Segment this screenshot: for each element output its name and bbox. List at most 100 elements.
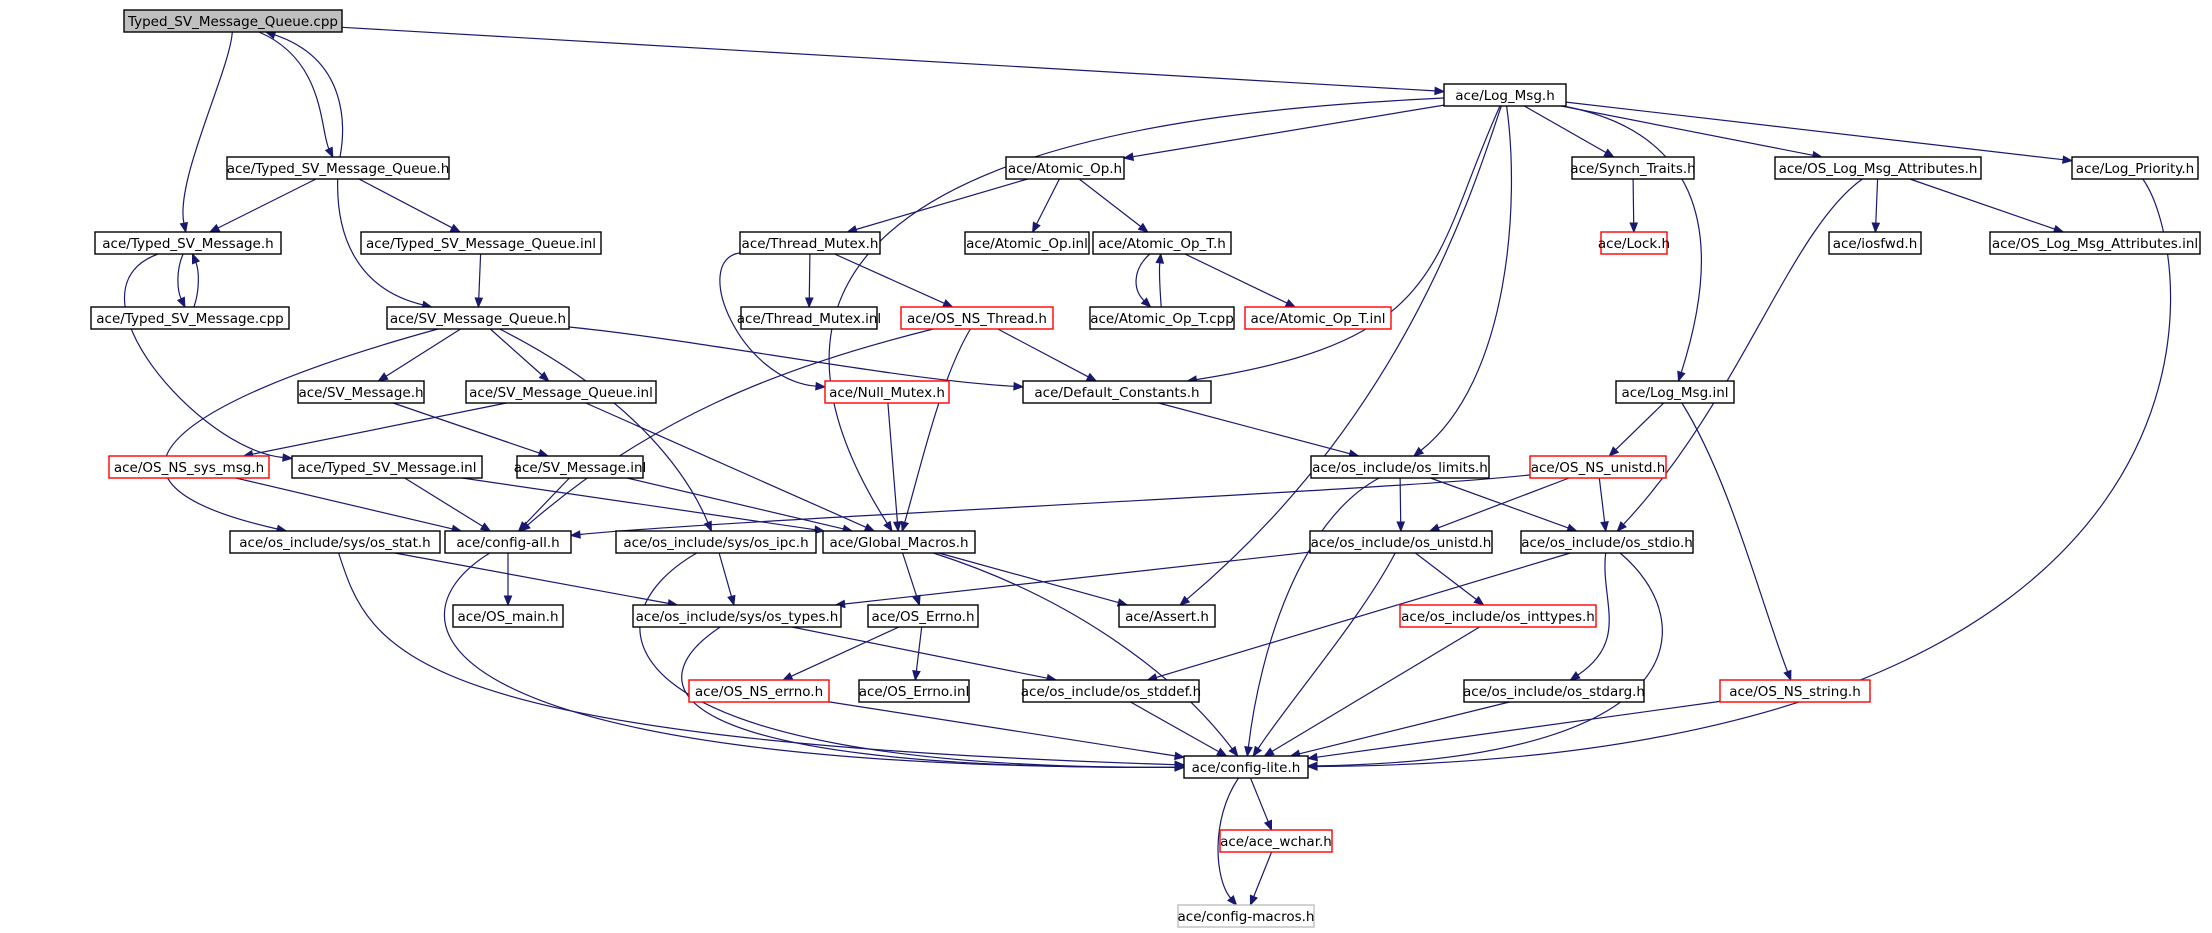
node-svm-inl[interactable]: ace/SV_Message.inl xyxy=(514,455,647,479)
edge-os_errno_h-to-os_ns_errno_h xyxy=(781,626,900,681)
node-box xyxy=(1309,530,1493,554)
edge-line xyxy=(274,34,344,158)
edge-arrowhead xyxy=(176,296,186,309)
node-label: ace/Typed_SV_Message_Queue.h xyxy=(227,161,450,177)
edge-os_ns_errno_h-to-config_lite_h xyxy=(828,701,1186,761)
node-box xyxy=(1615,380,1735,404)
edge-config_all_h-to-os_main_h xyxy=(503,553,513,607)
edge-log_msg_h-to-assert_h xyxy=(1179,105,1502,606)
edge-line xyxy=(1135,253,1151,302)
node-box xyxy=(1443,83,1567,107)
node-os-unistd-h[interactable]: ace/os_include/os_unistd.h xyxy=(1309,530,1493,554)
node-label: ace/Null_Mutex.h xyxy=(829,385,945,401)
node-os-types-h[interactable]: ace/os_include/sys/os_types.h xyxy=(632,604,842,628)
edge-os_log_attr_h-to-iosfwd_h xyxy=(1871,178,1881,234)
node-thread-mutex-inl[interactable]: ace/Thread_Mutex.inl xyxy=(737,306,881,330)
node-null-mutex-h[interactable]: ace/Null_Mutex.h xyxy=(824,380,950,404)
edge-os_stdio_h-to-os_stddef_h xyxy=(1146,552,1571,682)
edge-line xyxy=(1257,552,1396,749)
node-svmq-h[interactable]: ace/SV_Message_Queue.h xyxy=(386,306,570,330)
node-box xyxy=(632,604,842,628)
node-global-macros-h[interactable]: ace/Global_Macros.h xyxy=(822,530,976,554)
node-default-constants-h[interactable]: ace/Default_Constants.h xyxy=(1022,380,1212,404)
node-os-limits-h[interactable]: ace/os_include/os_limits.h xyxy=(1310,455,1490,479)
node-typed-svmq-h[interactable]: ace/Typed_SV_Message_Queue.h xyxy=(226,156,450,180)
edge-svm_inl-to-global_macros_h xyxy=(626,477,854,534)
node-typed-svm-cpp[interactable]: ace/Typed_SV_Message.cpp xyxy=(90,306,290,330)
node-typed-svm-inl[interactable]: ace/Typed_SV_Message.inl xyxy=(291,455,483,479)
node-label: ace/Typed_SV_Message.inl xyxy=(298,460,477,476)
node-label: ace/config-macros.h xyxy=(1178,909,1315,925)
edge-line xyxy=(489,328,543,376)
edge-line xyxy=(358,178,453,229)
node-box xyxy=(1774,156,1982,180)
node-config-lite-h[interactable]: ace/config-lite.h xyxy=(1183,755,1309,779)
node-os-log-attr-h[interactable]: ace/OS_Log_Msg_Attributes.h xyxy=(1774,156,1982,180)
node-atomic-op-t-inl[interactable]: ace/Atomic_Op_T.inl xyxy=(1244,306,1392,330)
node-atomic-op-h[interactable]: ace/Atomic_Op.h xyxy=(1005,156,1125,180)
node-os-ipc-h[interactable]: ace/os_include/sys/os_ipc.h xyxy=(615,530,817,554)
node-label: ace/os_include/os_unistd.h xyxy=(1311,535,1492,551)
node-os-ns-sys-msg-h[interactable]: ace/OS_NS_sys_msg.h xyxy=(108,455,270,479)
node-os-errno-inl[interactable]: ace/OS_Errno.inl xyxy=(858,679,970,703)
edge-arrowhead xyxy=(1244,746,1253,758)
node-assert-h[interactable]: ace/Assert.h xyxy=(1118,604,1216,628)
node-atomic-op-inl[interactable]: ace/Atomic_Op.inl xyxy=(964,231,1090,255)
node-os-stddef-h[interactable]: ace/os_include/os_stddef.h xyxy=(1021,679,1201,703)
node-os-errno-h[interactable]: ace/OS_Errno.h xyxy=(867,604,979,628)
edge-arrowhead xyxy=(1179,595,1191,606)
node-label: Typed_SV_Message_Queue.cpp xyxy=(127,14,338,30)
edge-line xyxy=(1186,105,1502,600)
node-box xyxy=(1989,231,2201,255)
node-typed-svmq-inl[interactable]: ace/Typed_SV_Message_Queue.inl xyxy=(360,231,602,255)
node-os-ns-unistd-h[interactable]: ace/OS_NS_unistd.h xyxy=(1529,455,1667,479)
node-os-log-attr-inl[interactable]: ace/OS_Log_Msg_Attributes.inl xyxy=(1989,231,2201,255)
node-label: ace/Log_Msg.h xyxy=(1455,88,1555,104)
node-os-main-h[interactable]: ace/OS_main.h xyxy=(452,604,564,628)
node-svm-h[interactable]: ace/SV_Message.h xyxy=(297,380,425,404)
edge-arrowhead xyxy=(1396,521,1406,533)
node-thread-mutex-h[interactable]: ace/Thread_Mutex.h xyxy=(739,231,881,255)
edge-arrowhead xyxy=(1137,222,1149,233)
node-lock-h[interactable]: ace/Lock.h xyxy=(1598,231,1670,255)
node-config-all-h[interactable]: ace/config-all.h xyxy=(444,530,572,554)
edge-arrowhead xyxy=(1608,446,1620,457)
edge-os_ns_sys_msg_h-to-config_all_h xyxy=(235,477,463,534)
node-typed-svm-h[interactable]: ace/Typed_SV_Message.h xyxy=(94,231,282,255)
edge-line xyxy=(1415,552,1477,600)
node-os-ns-thread-h[interactable]: ace/OS_NS_Thread.h xyxy=(900,306,1054,330)
edge-os_types_h-to-config_lite_h xyxy=(681,626,1186,772)
edge-line xyxy=(193,262,199,308)
edge-typed_svm_inl-to-config_all_h xyxy=(404,477,492,532)
node-svmq-inl[interactable]: ace/SV_Message_Queue.inl xyxy=(465,380,657,404)
node-os-stdarg-h[interactable]: ace/os_include/os_stdarg.h xyxy=(1463,679,1645,703)
node-os-stat-h[interactable]: ace/os_include/sys/os_stat.h xyxy=(229,530,441,554)
edge-arrowhead xyxy=(813,525,826,534)
node-atomic-op-t-cpp[interactable]: ace/Atomic_Op_T.cpp xyxy=(1089,306,1235,330)
node-os-ns-errno-h[interactable]: ace/OS_NS_errno.h xyxy=(688,679,830,703)
node-iosfwd-h[interactable]: ace/iosfwd.h xyxy=(1828,231,1922,255)
node-log-priority-h[interactable]: ace/Log_Priority.h xyxy=(2071,156,2199,180)
node-label: ace/os_include/os_stdio.h xyxy=(1521,535,1693,551)
node-label: ace/OS_NS_sys_msg.h xyxy=(114,460,264,476)
node-os-ns-string-h[interactable]: ace/OS_NS_string.h xyxy=(1719,679,1871,703)
node-os-stdio-h[interactable]: ace/os_include/os_stdio.h xyxy=(1520,530,1694,554)
edge-line xyxy=(844,551,1311,605)
node-ace-wchar-h[interactable]: ace/ace_wchar.h xyxy=(1219,829,1333,853)
node-label: ace/SV_Message.inl xyxy=(514,460,647,476)
node-config-macros-h[interactable]: ace/config-macros.h xyxy=(1177,904,1315,928)
node-atomic-op-t-h[interactable]: ace/Atomic_Op_T.h xyxy=(1092,231,1232,255)
edge-arrowhead xyxy=(863,523,876,532)
node-log-msg-h[interactable]: ace/Log_Msg.h xyxy=(1443,83,1567,107)
edge-line xyxy=(902,552,918,597)
edge-os_inttypes_h-to-config_lite_h xyxy=(1263,626,1480,757)
edge-os_limits_h-to-config_lite_h xyxy=(1244,477,1380,758)
node-box xyxy=(615,530,817,554)
node-os-inttypes-h[interactable]: ace/os_include/os_inttypes.h xyxy=(1399,604,1597,628)
edge-arrowhead xyxy=(538,371,550,382)
node-box xyxy=(123,9,343,33)
edge-line xyxy=(938,552,1119,604)
node-log-msg-inl[interactable]: ace/Log_Msg.inl xyxy=(1615,380,1735,404)
node-synch-traits-h[interactable]: ace/Synch_Traits.h xyxy=(1570,156,1696,180)
node-label: ace/Typed_SV_Message.h xyxy=(102,236,273,252)
